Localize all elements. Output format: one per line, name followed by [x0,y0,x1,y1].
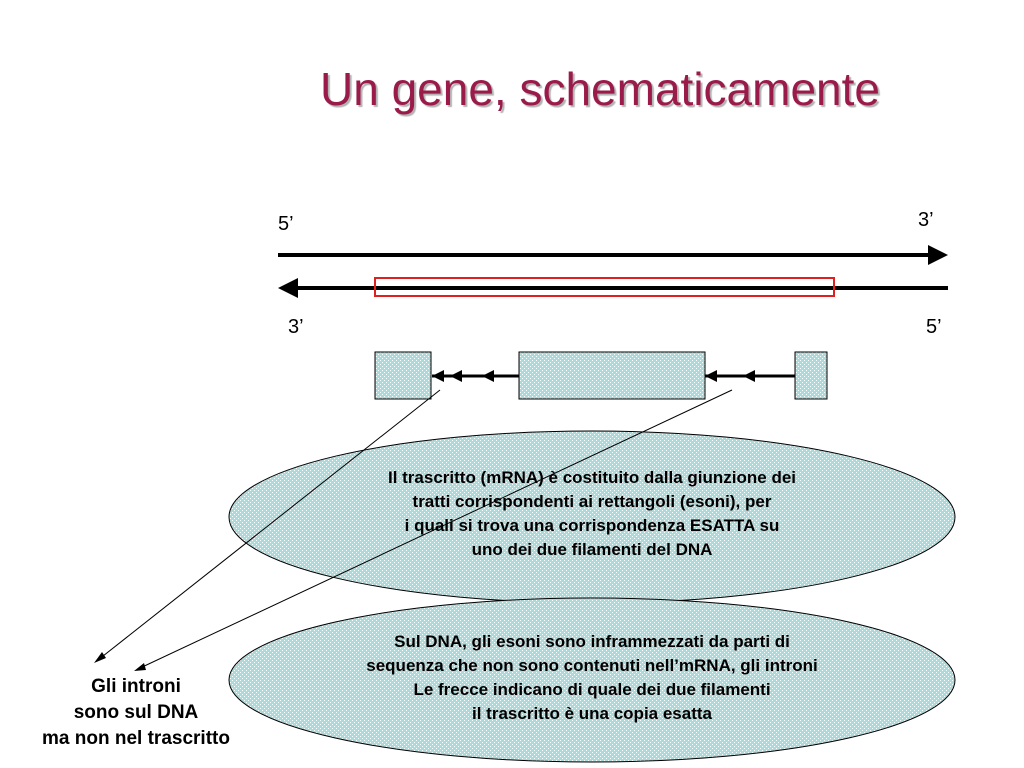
intron-arrow-icon [705,370,717,382]
oval-top-line: i quali si trova una corrispondenza ESAT… [404,516,780,535]
label-top-left: 5’ [278,213,294,235]
intron-pointer-2 [134,389,733,671]
pointer-arrowhead-icon [94,652,106,663]
oval-top-text: Il trascritto (mRNA) è costituito dalla … [302,466,882,562]
label-bottom-left: 3’ [288,316,304,338]
label-top-right: 3’ [918,209,934,231]
oval-bottom [228,597,956,763]
gene-highlight-box [374,277,835,297]
intron-arrow-icon [482,370,494,382]
intron-pointer-1 [94,389,441,663]
introns-label: Gli introni sono sul DNA ma non nel tras… [0,674,272,752]
oval-bottom-line: Sul DNA, gli esoni sono inframmezzati da… [394,632,790,651]
top-strand-arrowhead-icon [928,245,948,265]
oval-bottom-line: il trascritto è una copia esatta [472,704,712,723]
oval-bottom-line: Le frecce indicano di quale dei due fila… [413,680,771,699]
oval-top-line: Il trascritto (mRNA) è costituito dalla … [387,468,797,487]
oval-top-line: tratti corrispondenti ai rettangoli (eso… [412,492,772,511]
intron-arrow-icon [450,370,462,382]
exon-2 [518,351,706,400]
exon-3 [794,351,828,400]
slide-title: Un gene, schematicamente [320,63,880,115]
label-bottom-right: 5’ [926,316,942,338]
pointer-arrowhead-icon [134,663,146,671]
oval-bottom-text: Sul DNA, gli esoni sono inframmezzati da… [282,630,902,726]
intron-1 [432,370,519,382]
introns-label-line: ma non nel trascritto [42,728,230,749]
dna-bottom-strand [278,278,948,298]
introns-label-line: Gli introni [91,676,181,697]
introns-label-line: sono sul DNA [73,702,199,723]
oval-bottom-line: sequenza che non sono contenuti nell’mRN… [366,656,818,675]
dna-top-strand [278,245,948,265]
intron-arrow-icon [432,370,444,382]
intron-arrow-icon [743,370,755,382]
bottom-strand-arrowhead-icon [278,278,298,298]
exon-1 [374,351,432,400]
oval-top-line: uno dei due filamenti del DNA [471,540,713,559]
intron-2 [705,370,795,382]
